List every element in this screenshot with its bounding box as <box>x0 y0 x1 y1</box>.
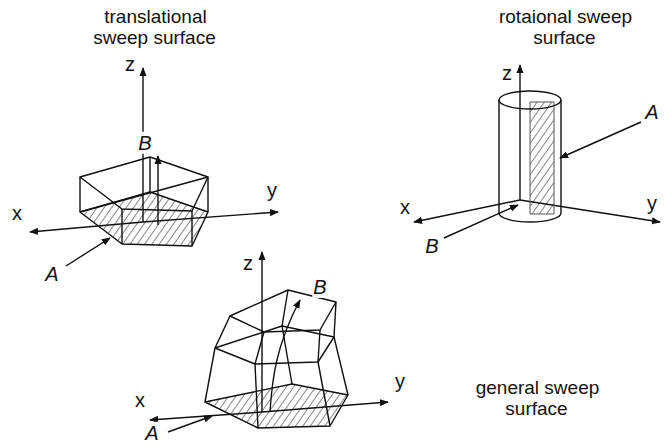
axis-label: x <box>11 202 23 224</box>
curve-label: B <box>424 235 439 257</box>
axis-label: y <box>646 192 658 214</box>
curve-label: B <box>137 132 152 154</box>
rotational-figure <box>414 65 660 238</box>
general-figure <box>150 252 388 432</box>
axis-label: z <box>124 53 136 75</box>
translational-figure <box>30 68 278 266</box>
curve-label: A <box>644 101 659 123</box>
curve-label: A <box>144 422 159 444</box>
curve-label: B <box>312 276 327 298</box>
axis-label: x <box>134 389 146 411</box>
figure-title: rotaional sweep surface <box>490 6 640 49</box>
axis-label: y <box>394 370 406 392</box>
curve-label: A <box>44 263 59 285</box>
axis-label: y <box>266 179 278 201</box>
figure-title: general sweep surface <box>462 377 612 420</box>
figure-title: translational sweep surface <box>80 6 230 49</box>
axis-label: x <box>399 196 411 218</box>
axis-label: z <box>501 62 513 84</box>
axis-label: z <box>242 252 254 274</box>
